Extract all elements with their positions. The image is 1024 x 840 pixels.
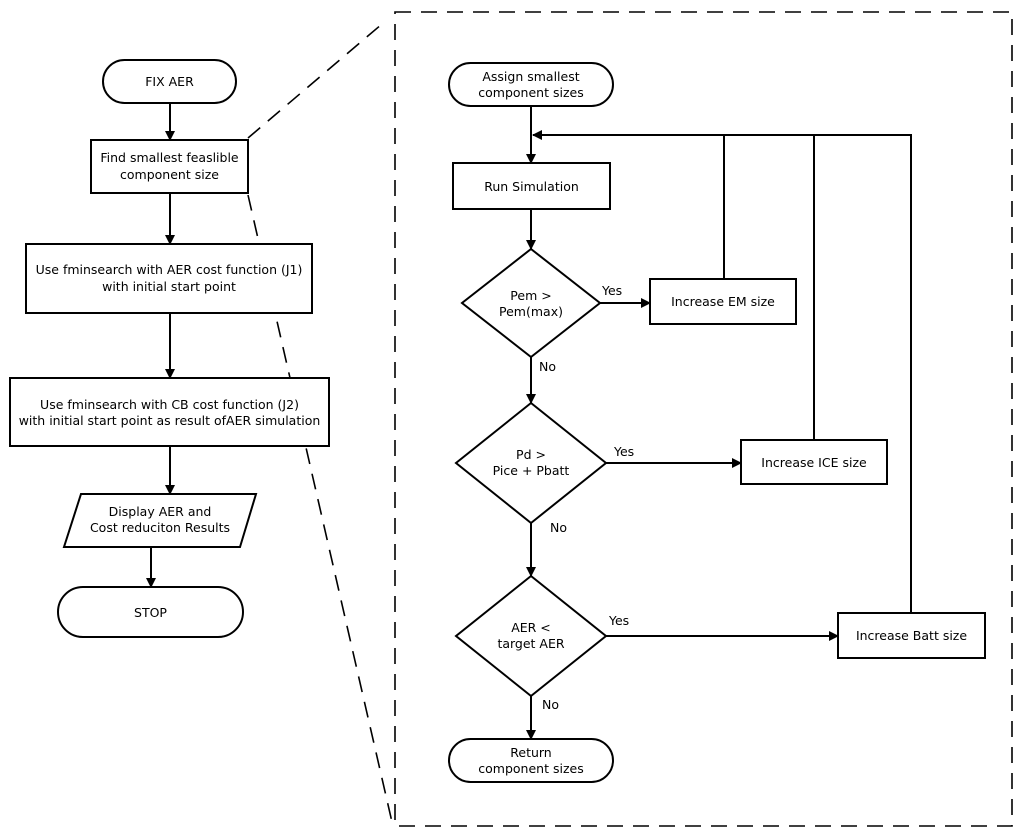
display-results-parallelogram	[62, 493, 258, 548]
no-label-3: No	[542, 697, 559, 712]
zoom-line-top	[247, 23, 383, 139]
return-sizes-label-2: component sizes	[478, 761, 583, 776]
return-sizes-terminal	[448, 738, 614, 783]
display-results-label-1: Display AER and	[109, 504, 212, 519]
no-label-1: No	[539, 359, 556, 374]
decision-pem-label-1: Pem >	[510, 288, 551, 303]
assign-sizes-label-2: component sizes	[478, 85, 583, 100]
decision-aer-label-2: target AER	[497, 636, 564, 651]
increase-ice-box	[740, 439, 888, 485]
fminsearch-j1-box	[25, 243, 313, 314]
decision-pd-label-1: Pd >	[516, 447, 546, 462]
feedback-loop	[532, 130, 912, 613]
decision-pem-label-2: Pem(max)	[499, 304, 563, 319]
no-label-2: No	[550, 520, 567, 535]
increase-batt-box	[837, 612, 986, 659]
display-results-label-2: Cost reduciton Results	[90, 520, 230, 535]
increase-em-label: Increase EM size	[671, 294, 775, 309]
decision-pd-label-2: Pice + Pbatt	[493, 463, 570, 478]
yes-label-3: Yes	[608, 613, 629, 628]
fix-aer-label: FIX AER	[145, 74, 194, 89]
increase-ice-label: Increase ICE size	[761, 455, 867, 470]
find-smallest-box	[90, 139, 249, 194]
stop-label: STOP	[134, 605, 167, 620]
decision-aer-label-1: AER <	[511, 620, 551, 635]
fminsearch-j2-label-2: with initial start point as result ofAER…	[19, 413, 321, 428]
run-simulation-label: Run Simulation	[484, 179, 579, 194]
stop-terminal	[57, 586, 244, 638]
right-flowchart: Assign smallest component sizes Run Simu…	[448, 62, 986, 783]
fminsearch-j2-label-1: Use fminsearch with CB cost function (J2…	[40, 397, 299, 412]
detail-frame	[394, 11, 1013, 827]
fminsearch-j2-box	[9, 377, 330, 447]
increase-em-box	[649, 278, 797, 325]
increase-batt-label: Increase Batt size	[856, 628, 967, 643]
fminsearch-j1-label-2: with initial start point	[102, 279, 236, 294]
decision-pem	[460, 247, 602, 359]
return-sizes-label-1: Return	[510, 745, 551, 760]
yes-label-1: Yes	[601, 283, 622, 298]
find-smallest-label-1: Find smallest feaslible	[100, 150, 239, 165]
fminsearch-j1-label-1: Use fminsearch with AER cost function (J…	[36, 262, 303, 277]
yes-label-2: Yes	[613, 444, 634, 459]
left-flowchart: FIX AER Find smallest feaslible componen…	[9, 59, 330, 638]
find-smallest-label-2: component size	[120, 167, 219, 182]
assign-sizes-label-1: Assign smallest	[482, 69, 579, 84]
